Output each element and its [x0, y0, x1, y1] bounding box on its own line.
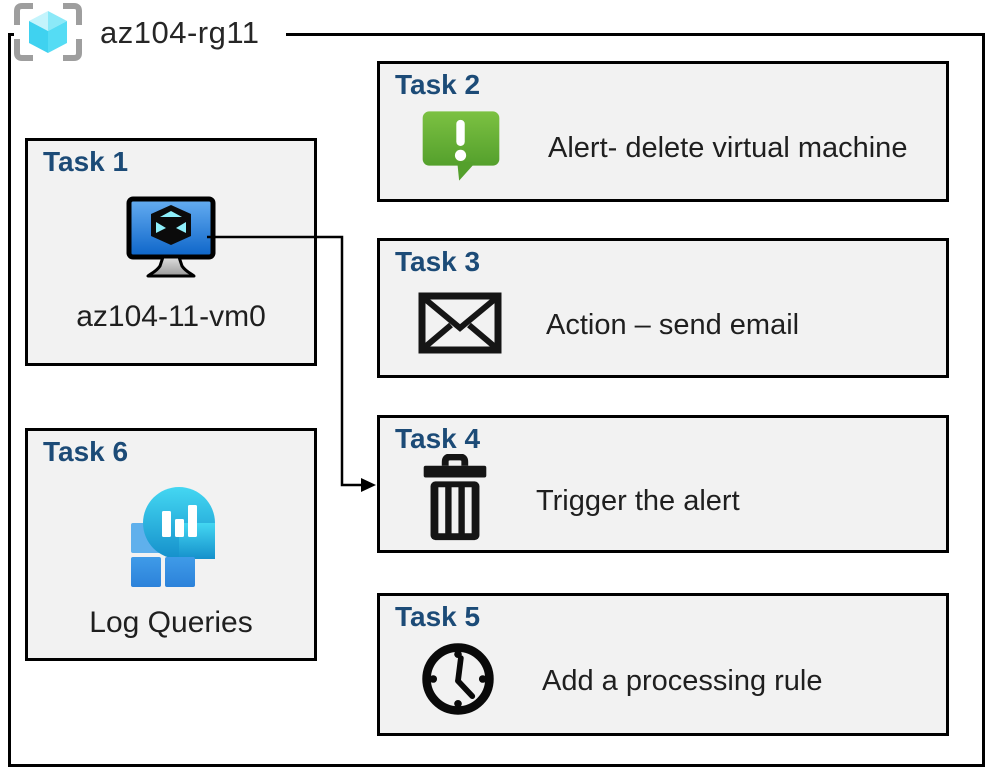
- resource-group-title: az104-rg11: [100, 15, 260, 50]
- alert-icon: [418, 107, 504, 190]
- task-2-box: Task 2 Alert- delete virtual machin: [377, 61, 949, 202]
- vm-cube: [151, 205, 191, 245]
- task-3-label: Action – send email: [546, 308, 800, 341]
- task-3-heading: Task 3: [395, 246, 481, 277]
- task-2-content: Alert- delete virtual machine: [418, 104, 934, 193]
- task-4-content: Trigger the alert: [418, 453, 934, 544]
- clock-icon: [418, 639, 498, 724]
- task-5-label: Add a processing rule: [542, 665, 823, 697]
- task-4-box: Task 4 Trigger the alert: [377, 415, 949, 553]
- task-1-content: az104-11-vm0: [28, 185, 314, 363]
- task-6-content: Log Queries: [28, 475, 314, 658]
- task-2-heading: Task 2: [395, 69, 481, 100]
- task-3-box: Task 3 Action – send email: [377, 238, 949, 378]
- task-3-content: Action – send email: [418, 281, 934, 369]
- task-6-label: Log Queries: [89, 606, 253, 639]
- log-chart-bars: [162, 505, 197, 537]
- resource-group-icon: [14, 3, 82, 61]
- task-4-heading: Task 4: [395, 423, 481, 454]
- task-1-label: az104-11-vm0: [76, 300, 266, 333]
- trash-icon: [418, 453, 492, 549]
- resource-group-cube: [29, 11, 67, 53]
- task-5-content: Add a processing rule: [418, 636, 934, 727]
- log-queries-icon: [115, 483, 227, 600]
- task-4-label: Trigger the alert: [536, 484, 740, 517]
- task-2-label: Alert- delete virtual machine: [548, 132, 908, 164]
- email-icon: [418, 292, 502, 359]
- task-6-box: Task 6: [25, 428, 317, 661]
- task-5-box: Task 5 Add a processing: [377, 593, 949, 736]
- task-1-box: Task 1: [25, 138, 317, 366]
- task-1-heading: Task 1: [43, 146, 129, 177]
- task-5-heading: Task 5: [395, 601, 481, 632]
- task-6-heading: Task 6: [43, 436, 129, 467]
- resource-group-frame: [8, 33, 985, 767]
- virtual-machine-icon: [123, 195, 219, 284]
